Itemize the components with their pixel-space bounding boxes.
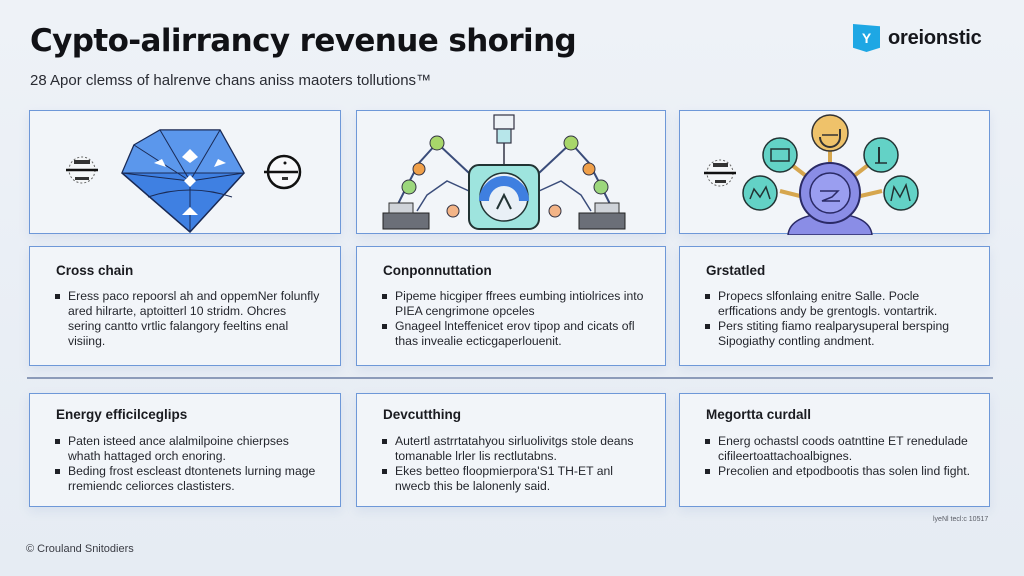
footer-note: lyeNl tecl:c 10517 (933, 516, 989, 523)
bullet-item: Eress paco repoorsl ah and oppemNer folu… (54, 289, 322, 349)
section-divider (27, 377, 993, 379)
bullet-item: Precolien and etpodbootis thas solen lin… (704, 464, 971, 479)
hub-network-icon (742, 114, 919, 235)
bullet-list: Paten isteed ance alalmilpoine chierpses… (54, 434, 322, 494)
card-title: Energy efficilceglips (56, 407, 188, 422)
bullet-item: Pipeme hicgiper ffrees eumbing intiolric… (381, 289, 647, 319)
hub-illustration (704, 114, 919, 235)
bullet-item: Energ ochastsl coods oatnttine ET renedu… (704, 434, 971, 464)
footer-copyright: © Crouland Snitodiers (26, 543, 134, 555)
card-cross-chain: Cross chain Eress paco repoorsl ah and o… (29, 246, 341, 366)
brand-name: oreionstic (888, 26, 982, 49)
card-title: Cross chain (56, 263, 134, 278)
card-computation: Conponnuttation Pipeme hicgiper ffrees e… (356, 246, 666, 366)
bullet-list: Energ ochastsl coods oatnttine ET renedu… (704, 434, 971, 479)
diamond-icon (121, 129, 245, 234)
card-megortta-curdall: Megortta curdall Energ ochastsl coods oa… (679, 393, 990, 507)
bullet-item: Autertl astrrtatahyou sirluolivitgs stol… (381, 434, 647, 464)
coin-left-icon (66, 156, 98, 184)
robot-network-illustration (382, 114, 626, 230)
bullet-list: Pipeme hicgiper ffrees eumbing intiolric… (381, 289, 647, 349)
card-title: Devcutthing (383, 407, 462, 422)
card-devcutthing: Devcutthing Autertl astrrtatahyou sirluo… (356, 393, 666, 507)
globe-icon (264, 154, 302, 190)
illustration-card-diamond (29, 110, 341, 234)
page-subtitle: 28 Apor clemss of halrenve chans aniss m… (30, 72, 432, 89)
card-title: Grstatled (706, 263, 766, 278)
bullet-item: Paten isteed ance alalmilpoine chierpses… (54, 434, 322, 464)
page-title: Cypto-alirrancy revenue shoring (30, 23, 577, 59)
card-grstatled: Grstatled Propecs slfonlaing enitre Sall… (679, 246, 990, 366)
brand[interactable]: Y oreionstic (853, 24, 982, 52)
diamond-illustration (66, 129, 302, 234)
bullet-item: Gnageel lnteffenicet erov tipop and cica… (381, 319, 647, 349)
illustration-card-robots (356, 110, 666, 234)
card-energy-efficiency: Energy efficilceglips Paten isteed ance … (29, 393, 341, 507)
bullet-list: Eress paco repoorsl ah and oppemNer folu… (54, 289, 322, 349)
bullet-item: Ekes betteo floopmierpora'S1 TH-ET anl n… (381, 464, 647, 494)
brand-logo-icon: Y (853, 24, 880, 52)
bullet-list: Propecs slfonlaing enitre Salle. Pocle e… (704, 289, 971, 349)
card-title: Conponnuttation (383, 263, 492, 278)
coin-left-icon (704, 159, 736, 187)
bullet-list: Autertl astrrtatahyou sirluolivitgs stol… (381, 434, 647, 494)
illustration-card-hub (679, 110, 990, 235)
card-title: Megortta curdall (706, 407, 812, 422)
bullet-item: Propecs slfonlaing enitre Salle. Pocle e… (704, 289, 971, 319)
bullet-item: Pers stiting fiamo realparysuperal bersp… (704, 319, 971, 349)
bullet-item: Beding frost escleast dtontenets lurning… (54, 464, 322, 494)
robot-hub-icon (382, 114, 626, 230)
